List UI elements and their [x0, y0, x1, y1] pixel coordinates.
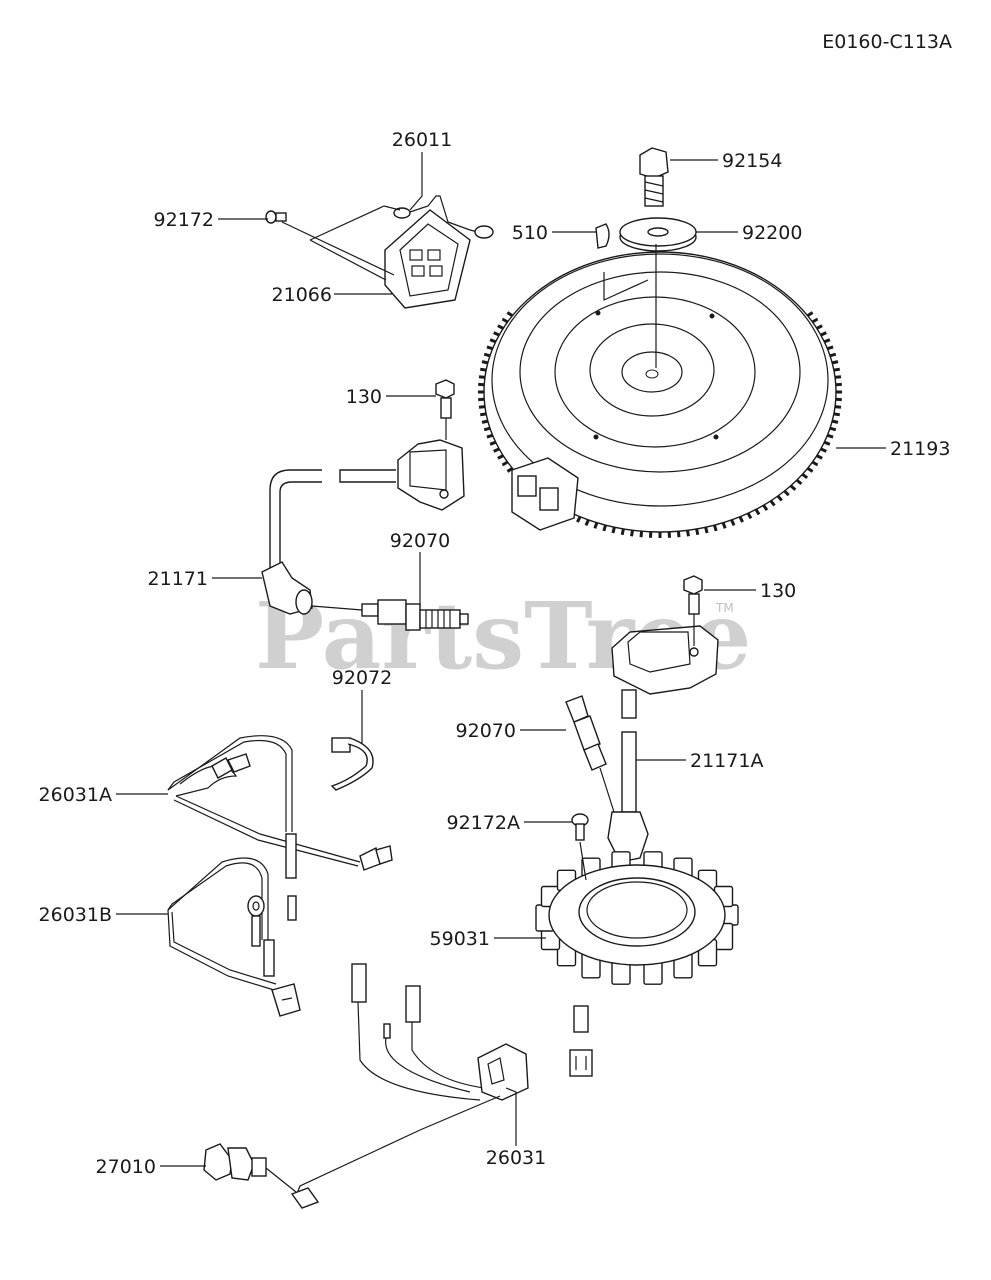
ignition-coil-21171A[interactable] [607, 625, 719, 863]
stator-59031[interactable] [535, 851, 739, 1077]
callout-21171[interactable]: 21171 [148, 568, 208, 590]
regulator-21066[interactable] [384, 209, 471, 309]
callout-92154[interactable]: 92154 [722, 150, 782, 172]
callout-92200[interactable]: 92200 [742, 222, 802, 244]
washer-92200[interactable] [619, 217, 697, 252]
clamp-92072[interactable] [330, 737, 374, 791]
callout-510[interactable]: 510 [512, 222, 548, 244]
ignition-coil-21171[interactable] [261, 439, 465, 615]
screw-92172A[interactable] [571, 813, 589, 841]
harness-26031A[interactable] [167, 735, 393, 921]
harness-26031B[interactable] [167, 857, 301, 1017]
callout-92072[interactable]: 92072 [332, 667, 392, 689]
callout-130-lower[interactable]: 130 [760, 580, 796, 602]
callout-130-upper[interactable]: 130 [346, 386, 382, 408]
key-510[interactable] [595, 223, 610, 249]
callout-59031[interactable]: 59031 [430, 928, 490, 950]
ground-wire-26011[interactable] [393, 195, 494, 239]
spark-plug-92070-upper[interactable] [361, 599, 469, 631]
callout-21171A[interactable]: 21171A [690, 750, 763, 772]
callout-26031A[interactable]: 26031A [39, 784, 112, 806]
callout-92172[interactable]: 92172 [154, 209, 214, 231]
watermark-trademark: TM [715, 601, 734, 615]
callout-26031B[interactable]: 26031B [39, 904, 112, 926]
leader-lines [116, 152, 886, 1193]
callout-27010[interactable]: 27010 [96, 1156, 156, 1178]
callout-92172A[interactable]: 92172A [447, 812, 520, 834]
callout-labels: 26011 92172 21066 92154 92200 510 130 21… [39, 129, 951, 1178]
callout-26031[interactable]: 26031 [486, 1147, 546, 1169]
harness-26031[interactable] [290, 963, 529, 1209]
callout-92070-upper[interactable]: 92070 [390, 530, 450, 552]
flywheel-21193[interactable] [478, 251, 842, 538]
oil-pressure-switch-27010[interactable] [203, 1143, 267, 1181]
bolt-92154[interactable] [639, 147, 669, 207]
callout-21193[interactable]: 21193 [890, 438, 950, 460]
callout-21066[interactable]: 21066 [272, 284, 332, 306]
spark-plug-92070-lower[interactable] [565, 695, 607, 771]
diagram-code: E0160-C113A [822, 31, 952, 53]
flywheel-teeth [478, 311, 842, 538]
screw-92172[interactable] [265, 210, 287, 224]
callout-26011[interactable]: 26011 [392, 129, 452, 151]
bolt-130-lower[interactable] [683, 575, 703, 615]
bolt-130-upper[interactable] [435, 379, 455, 419]
callout-92070-lower[interactable]: 92070 [456, 720, 516, 742]
